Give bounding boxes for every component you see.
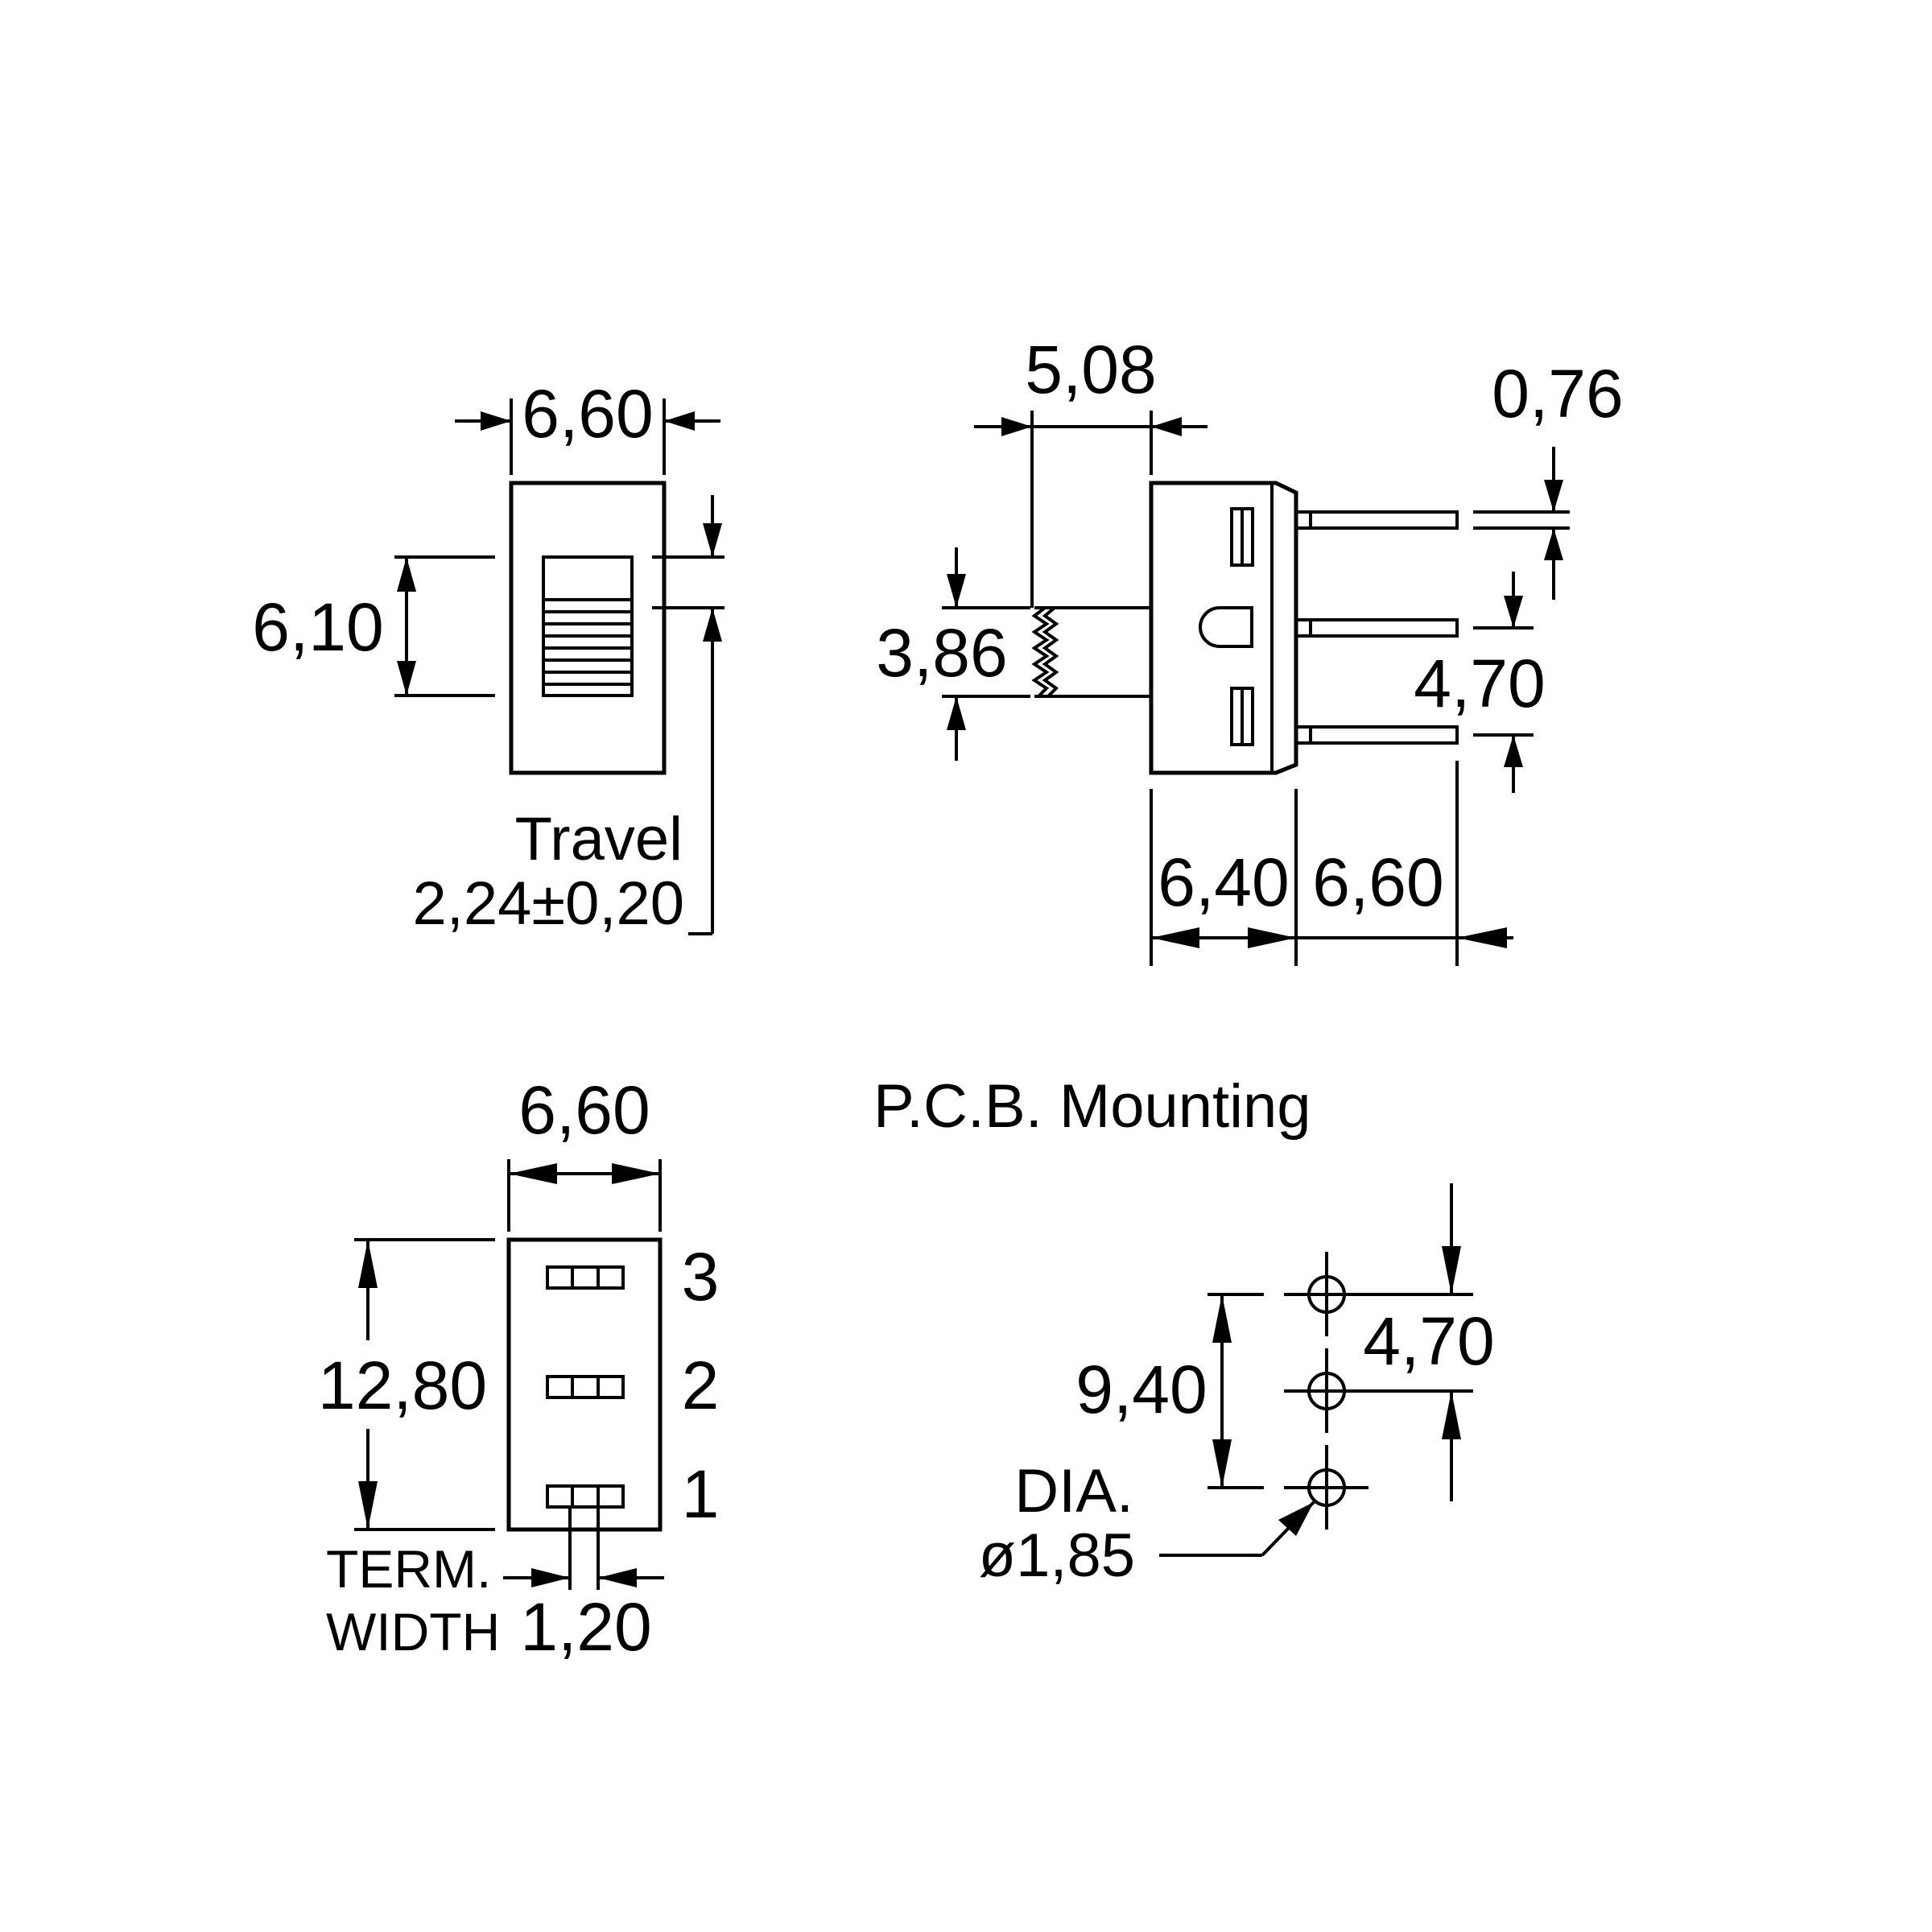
hole-2 bbox=[1284, 1348, 1368, 1433]
dim-pin-pitch bbox=[1473, 572, 1534, 793]
dim-travel bbox=[652, 495, 724, 935]
slider-knob bbox=[542, 555, 634, 697]
travel-label: Travel bbox=[515, 805, 683, 873]
pin-3 bbox=[1294, 725, 1459, 745]
dim-hole-pitch-label: 4,70 bbox=[1363, 1303, 1495, 1379]
terminal-label-1: 1 bbox=[682, 1456, 720, 1532]
dim-pin-length-label: 6,60 bbox=[1312, 844, 1444, 920]
dim-pin-thickness-label: 0,76 bbox=[1492, 356, 1624, 431]
terminal-label-2: 2 bbox=[682, 1348, 720, 1423]
dim-knob-offset bbox=[974, 411, 1208, 608]
dim-knob-height bbox=[942, 547, 1030, 761]
pcb-mounting-title: P.C.B. Mounting bbox=[873, 1072, 1311, 1141]
term-width-value: 1,20 bbox=[520, 1589, 652, 1665]
switch-body-front bbox=[509, 481, 667, 775]
switch-body-bottom bbox=[506, 1237, 663, 1532]
dim-front-height-label: 6,10 bbox=[252, 589, 384, 665]
dim-knob-height-label: 3,86 bbox=[876, 615, 1008, 691]
dim-term-width bbox=[503, 1507, 664, 1590]
dim-hole-span bbox=[1208, 1293, 1264, 1489]
knob-side bbox=[1031, 606, 1151, 698]
term-width-label-2: WIDTH bbox=[326, 1602, 500, 1662]
dim-front-height bbox=[394, 555, 495, 697]
dim-knob-offset-label: 5,08 bbox=[1025, 332, 1157, 407]
front-view: 6,60 6,10 Travel 2,24±0,20 bbox=[252, 376, 724, 938]
dim-front-width bbox=[455, 398, 720, 475]
terminal-3 bbox=[546, 1265, 625, 1290]
dia-label: DIA. bbox=[1014, 1457, 1133, 1525]
dim-bottom-length bbox=[354, 1238, 495, 1531]
hole-3 bbox=[1284, 1445, 1368, 1530]
dim-bottom-length-label: 12,80 bbox=[318, 1348, 487, 1423]
terminal-2 bbox=[546, 1375, 625, 1399]
dim-depth bbox=[1150, 761, 1513, 966]
dia-value: ø1,85 bbox=[979, 1521, 1135, 1590]
dim-bottom-width-label: 6,60 bbox=[518, 1072, 650, 1148]
switch-body-side bbox=[1149, 481, 1298, 775]
dim-bottom-width bbox=[507, 1159, 662, 1232]
dia-leader bbox=[1159, 1501, 1315, 1557]
hole-1 bbox=[1284, 1252, 1368, 1336]
dim-hole-span-label: 9,40 bbox=[1075, 1352, 1208, 1427]
side-view: 5,08 3,86 0,76 bbox=[876, 332, 1624, 966]
bottom-view: 3 2 1 6,60 12,80 bbox=[318, 1072, 719, 1665]
term-width-label-1: TERM. bbox=[326, 1539, 491, 1599]
pin-1 bbox=[1294, 510, 1459, 530]
dim-pin-thickness bbox=[1473, 447, 1570, 600]
terminal-1 bbox=[546, 1484, 625, 1509]
dim-pin-pitch-label: 4,70 bbox=[1414, 646, 1546, 721]
knob-ridges bbox=[543, 598, 632, 686]
dim-body-depth-label: 6,40 bbox=[1158, 844, 1290, 920]
dim-hole-pitch bbox=[1368, 1183, 1473, 1501]
pin-2 bbox=[1294, 618, 1459, 638]
dim-front-width-label: 6,60 bbox=[522, 376, 654, 452]
terminal-label-3: 3 bbox=[682, 1239, 720, 1315]
travel-value: 2,24±0,20 bbox=[412, 869, 684, 938]
detent bbox=[1199, 606, 1253, 648]
pcb-mounting: P.C.B. Mounting 9,40 bbox=[873, 1072, 1495, 1590]
